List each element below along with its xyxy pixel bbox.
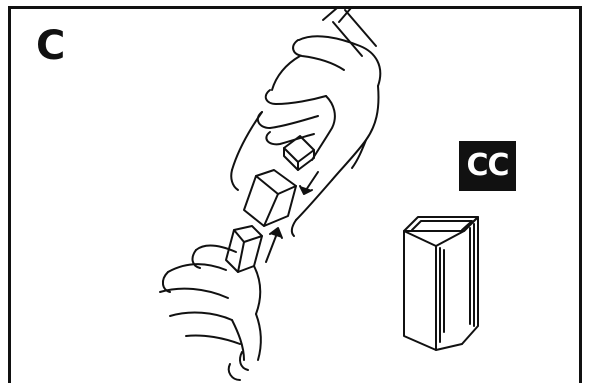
upper-hand-icon: [231, 36, 380, 236]
arrow-up-icon: [266, 228, 282, 262]
lower-hand-icon: [160, 226, 262, 380]
falling-tip-icon: [244, 170, 296, 226]
pipette-shaft-icon: [323, 8, 376, 56]
cuvette-icon: [404, 217, 478, 350]
arrow-down-icon: [300, 172, 318, 194]
